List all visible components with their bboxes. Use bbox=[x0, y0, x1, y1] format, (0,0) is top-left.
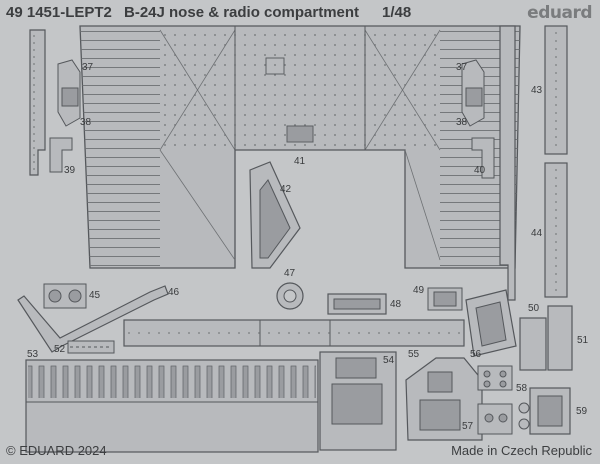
part-49 bbox=[427, 287, 463, 311]
part-50 bbox=[519, 317, 547, 371]
part-number-43: 43 bbox=[531, 85, 543, 96]
part-55 bbox=[123, 319, 465, 347]
part-number-51: 51 bbox=[577, 335, 589, 346]
fret-title: B-24J nose & radio compartment bbox=[124, 4, 360, 21]
part-number-57: 57 bbox=[462, 421, 474, 432]
part-number-37-right: 37 bbox=[456, 62, 468, 73]
part-58 bbox=[477, 365, 530, 435]
part-number-49: 49 bbox=[413, 285, 425, 296]
part-56 bbox=[465, 289, 517, 357]
part-46 bbox=[17, 285, 169, 353]
part-53 bbox=[25, 359, 319, 453]
part-number-54: 54 bbox=[383, 355, 395, 366]
origin-text: Made in Czech Republic bbox=[451, 443, 592, 458]
fret-code: 49 1451-LEPT2 bbox=[6, 4, 112, 21]
part-number-39: 39 bbox=[64, 165, 76, 176]
part-number-41: 41 bbox=[294, 156, 306, 167]
part-47 bbox=[276, 282, 304, 310]
part-37-38-right bbox=[461, 59, 485, 127]
part-51 bbox=[547, 305, 573, 371]
fret-scale: 1/48 bbox=[382, 4, 412, 21]
part-52 bbox=[67, 340, 115, 354]
part-43 bbox=[544, 25, 568, 155]
part-number-59: 59 bbox=[576, 406, 588, 417]
part-number-58: 58 bbox=[516, 383, 528, 394]
part-39 bbox=[49, 137, 73, 173]
part-right-strip bbox=[499, 25, 516, 301]
part-42 bbox=[249, 161, 301, 269]
part-number-48: 48 bbox=[390, 299, 402, 310]
part-number-42: 42 bbox=[280, 184, 292, 195]
part-54 bbox=[319, 351, 397, 451]
part-number-50: 50 bbox=[528, 303, 540, 314]
part-48 bbox=[327, 293, 387, 315]
part-number-56: 56 bbox=[470, 349, 482, 360]
part-number-44: 44 bbox=[531, 228, 543, 239]
part-59 bbox=[529, 387, 571, 435]
part-number-52: 52 bbox=[54, 344, 66, 355]
part-number-38-left: 38 bbox=[80, 117, 92, 128]
part-number-53: 53 bbox=[27, 349, 39, 360]
part-44 bbox=[544, 162, 568, 298]
copyright-text: © EDUARD 2024 bbox=[6, 443, 107, 458]
eduard-logo: eduard bbox=[527, 3, 592, 23]
part-number-47: 47 bbox=[284, 268, 296, 279]
part-number-38-right: 38 bbox=[456, 117, 468, 128]
part-main-panel bbox=[79, 25, 521, 269]
part-number-45: 45 bbox=[89, 290, 101, 301]
part-number-46: 46 bbox=[168, 287, 180, 298]
part-37-38-left bbox=[57, 59, 81, 127]
part-40 bbox=[471, 137, 495, 179]
part-number-55: 55 bbox=[408, 349, 420, 360]
part-left-strip bbox=[29, 29, 46, 176]
part-45 bbox=[43, 283, 87, 309]
part-number-40: 40 bbox=[474, 165, 486, 176]
part-number-37-left: 37 bbox=[82, 62, 94, 73]
